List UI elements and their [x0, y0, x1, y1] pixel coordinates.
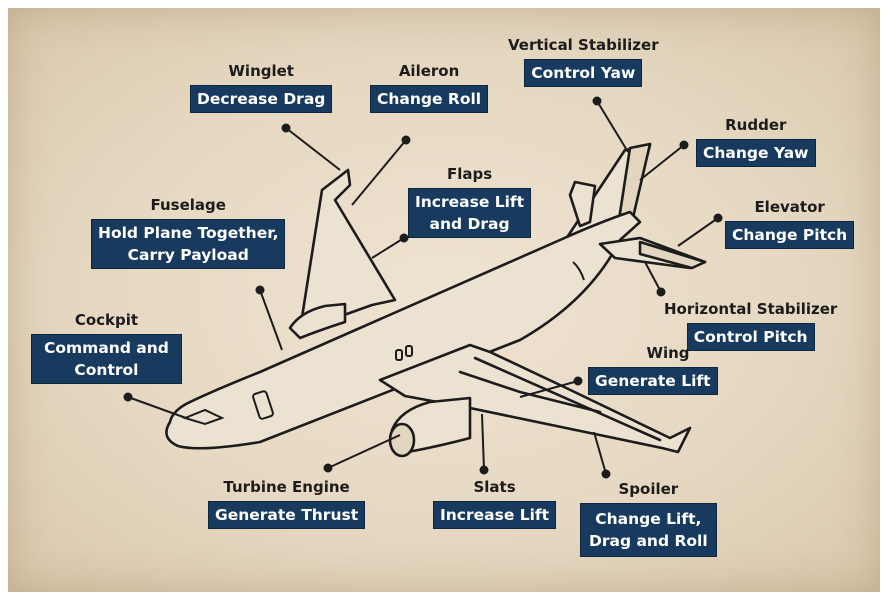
wing-label: Wing [646, 344, 690, 362]
horizontal-stabilizer-function: Control Pitch [686, 323, 815, 351]
aileron-label: Aileron [398, 62, 460, 80]
horizontal-stabilizer-label: Horizontal Stabilizer [664, 300, 838, 318]
callout-flaps: Flaps Increase Lift and Drag [408, 165, 532, 238]
callout-slats: Slats Increase Lift [433, 478, 557, 529]
left-wing [298, 168, 397, 332]
rudder-function: Change Yaw [696, 139, 816, 167]
callout-fuselage: Fuselage Hold Plane Together, Carry Payl… [91, 196, 286, 269]
spoiler-function: Change Lift, Drag and Roll [580, 503, 717, 557]
turbine-engine-label: Turbine Engine [223, 478, 350, 496]
fuselage-function: Hold Plane Together, Carry Payload [91, 219, 286, 269]
cockpit-function: Command and Control [31, 334, 182, 384]
turbine-engine-function: Generate Thrust [208, 501, 366, 529]
elevator-function: Change Pitch [725, 221, 855, 249]
callout-winglet: Winglet Decrease Drag [190, 62, 333, 113]
vertical-stabilizer-function: Control Yaw [524, 59, 643, 87]
winglet-label: Winglet [228, 62, 294, 80]
slats-function: Increase Lift [433, 501, 557, 529]
wing-function: Generate Lift [588, 367, 718, 395]
rudder-label: Rudder [725, 116, 787, 134]
elevator-label: Elevator [754, 198, 825, 216]
flaps-function: Increase Lift and Drag [408, 188, 532, 238]
callout-vertical-stabilizer: Vertical Stabilizer Control Yaw [508, 36, 659, 87]
wing-spoiler [458, 370, 602, 414]
flaps-label: Flaps [446, 165, 493, 183]
far-tail-fin [568, 180, 597, 228]
callout-rudder: Rudder Change Yaw [696, 116, 816, 167]
aileron-function: Change Roll [370, 85, 489, 113]
callout-spoiler: Spoiler Change Lift, Drag and Roll [580, 480, 717, 557]
cockpit-label: Cockpit [74, 311, 139, 329]
callout-turbine-engine: Turbine Engine Generate Thrust [208, 478, 366, 529]
callout-cockpit: Cockpit Command and Control [31, 311, 182, 384]
callout-horizontal-stabilizer: Horizontal Stabilizer Control Pitch [664, 300, 837, 351]
door [252, 390, 274, 420]
cockpit-window [181, 408, 225, 426]
wing-slats [473, 356, 662, 442]
callout-elevator: Elevator Change Pitch [725, 198, 855, 249]
callout-wing: Wing Generate Lift [588, 344, 718, 395]
spoiler-label: Spoiler [618, 480, 679, 498]
fuselage-label: Fuselage [150, 196, 226, 214]
winglet-function: Decrease Drag [190, 85, 333, 113]
callout-aileron: Aileron Change Roll [370, 62, 489, 113]
elevator-surface [638, 240, 707, 270]
vertical-stabilizer-label: Vertical Stabilizer [508, 36, 659, 54]
slats-label: Slats [473, 478, 516, 496]
left-engine [288, 302, 347, 340]
